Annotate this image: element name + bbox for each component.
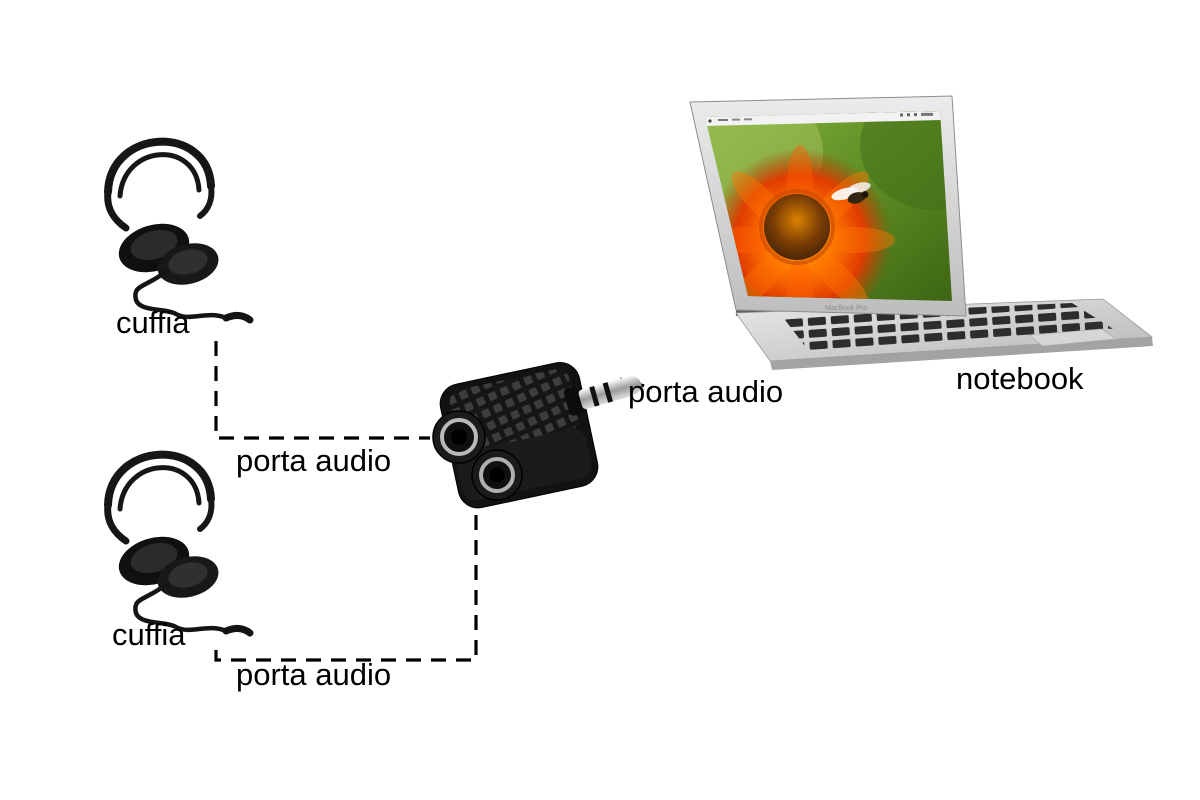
headphone-top-illustration <box>108 142 250 320</box>
label-cuffia-top: cuffia <box>116 305 190 340</box>
apple-icon <box>708 119 712 123</box>
connection-headphone-bottom-to-splitter <box>214 505 478 662</box>
label-porta-audio-plug: porta audio <box>628 374 783 409</box>
label-porta-audio-bottom: porta audio <box>236 657 391 692</box>
laptop-keyboard <box>782 303 1118 350</box>
adapter-jack-left <box>432 410 486 464</box>
menu-bar <box>705 111 941 126</box>
laptop-brand-text: MacBook Pro <box>825 305 867 312</box>
splitter-adapter-illustration <box>432 362 642 509</box>
photo-bee <box>831 182 871 204</box>
adapter-plug <box>563 376 642 416</box>
connection-headphone-top-to-splitter <box>214 341 430 440</box>
laptop-front-edge <box>770 337 1153 370</box>
headphone-bottom-illustration <box>108 455 250 633</box>
label-cuffia-bottom: cuffia <box>112 617 186 652</box>
adapter-jack-bottom <box>471 449 523 501</box>
laptop-display <box>705 111 952 301</box>
label-porta-audio-top: porta audio <box>236 443 391 478</box>
laptop-trackpad <box>1029 328 1118 347</box>
labels: cuffia porta audio cuffia porta audio po… <box>112 305 1084 692</box>
notebook-illustration: MacBook Pro <box>689 95 1154 370</box>
label-notebook: notebook <box>956 361 1084 396</box>
